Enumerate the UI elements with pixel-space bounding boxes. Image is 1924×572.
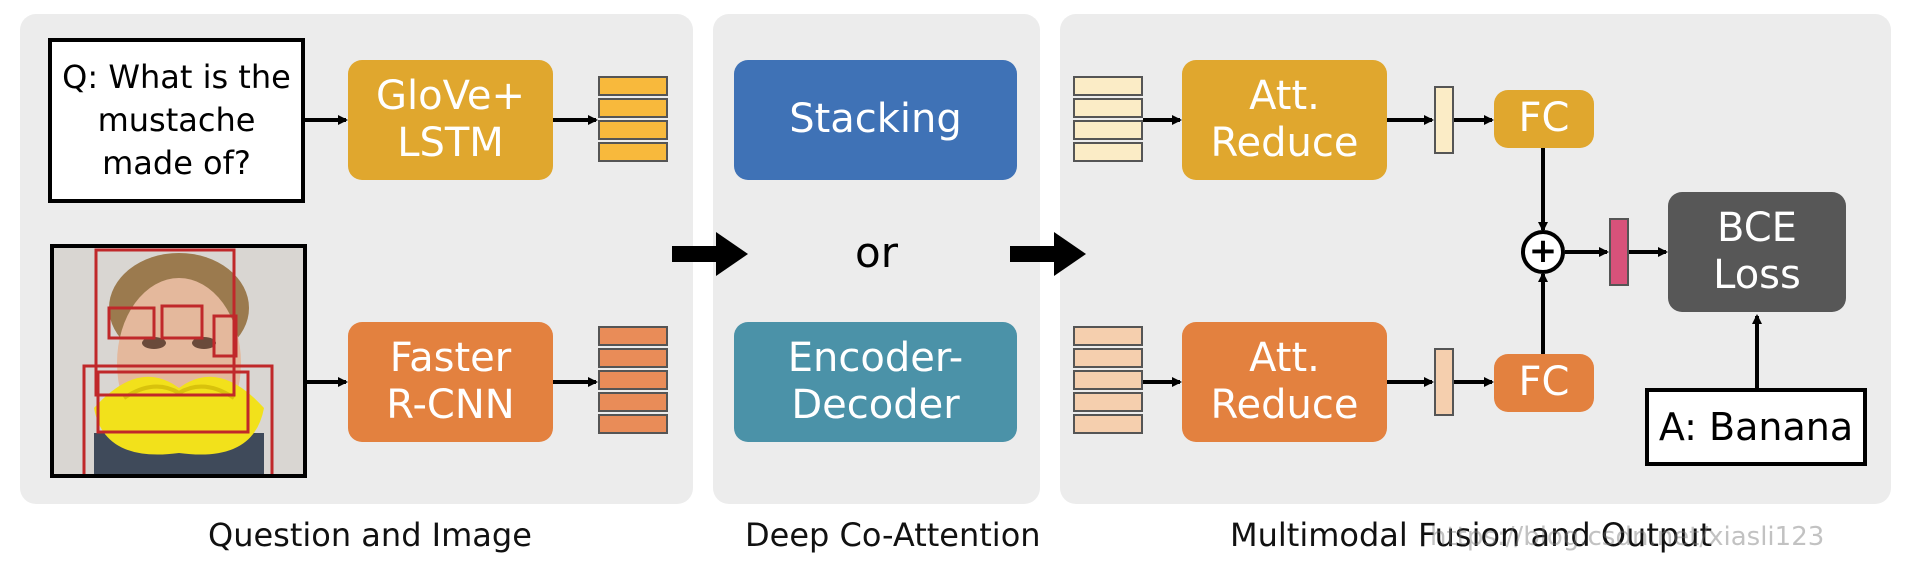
- fc-top-box: FC: [1494, 90, 1594, 148]
- bce-loss-box: BCE Loss: [1668, 192, 1846, 312]
- or-label: or: [855, 228, 898, 277]
- att-reduce-top-box: Att. Reduce: [1182, 60, 1387, 180]
- attended-question-stack: [1073, 76, 1143, 164]
- reduced-question-vector: [1434, 86, 1454, 154]
- reduced-image-vector: [1434, 348, 1454, 416]
- stacking-box: Stacking: [734, 60, 1017, 180]
- big-arrow-left: [672, 232, 748, 276]
- fused-vector: [1609, 218, 1629, 286]
- glove-lstm-box: GloVe+ LSTM: [348, 60, 553, 180]
- attended-image-stack: [1073, 326, 1143, 436]
- input-image: [50, 244, 307, 478]
- face-with-banana-mustache-icon: [54, 248, 303, 474]
- faster-rcnn-box: Faster R-CNN: [348, 322, 553, 442]
- big-arrow-right: [1010, 232, 1086, 276]
- question-box: Q: What is the mustache made of?: [48, 38, 305, 203]
- watermark: https://blog.csdn.net/xiasli123: [1430, 522, 1825, 552]
- caption-question-and-image: Question and Image: [208, 516, 532, 554]
- fc-bottom-box: FC: [1494, 354, 1594, 412]
- caption-deep-co-attention: Deep Co-Attention: [745, 516, 1041, 554]
- plus-circle-icon: [1521, 230, 1565, 274]
- image-feature-stack: [598, 326, 668, 436]
- question-feature-stack: [598, 76, 668, 164]
- answer-box: A: Banana: [1645, 388, 1867, 466]
- encoder-decoder-box: Encoder- Decoder: [734, 322, 1017, 442]
- att-reduce-bottom-box: Att. Reduce: [1182, 322, 1387, 442]
- plus-symbol: +: [1528, 231, 1558, 271]
- caption-multimodal-fusion: Multimodal Fusion and Output: [1230, 516, 1713, 554]
